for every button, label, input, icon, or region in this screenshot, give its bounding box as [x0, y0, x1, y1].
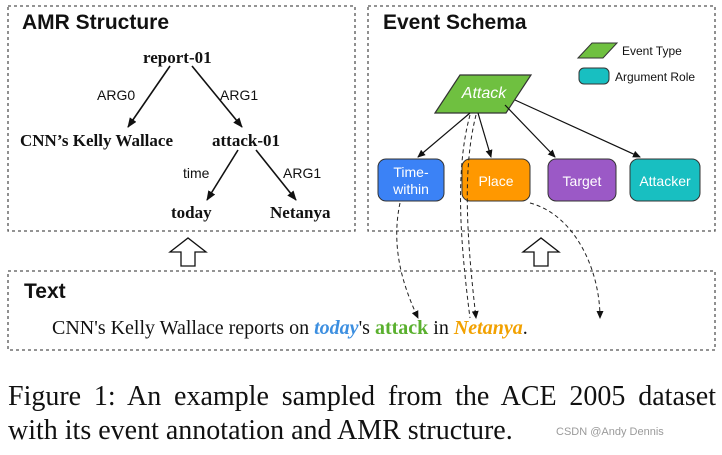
alignment-time-to-today	[396, 202, 419, 319]
sentence-prefix: CNN's Kelly Wallace reports on	[52, 317, 314, 339]
schema-panel-border	[367, 5, 716, 232]
amr-node-report: report-01	[143, 48, 212, 67]
example-sentence: CNN's Kelly Wallace reports on today's a…	[52, 317, 528, 339]
alignment-attack-to-attack-a	[460, 114, 471, 319]
amr-node-attack: attack-01	[212, 131, 280, 150]
edge-label-arg0: ARG0	[97, 87, 135, 103]
event-schema-panel: Event Schema Event Type Argument Role At…	[367, 5, 716, 232]
legend-event-type-shape	[576, 42, 619, 59]
event-type-attack-label: Attack	[461, 85, 507, 102]
edge-attack-to-target	[504, 104, 556, 158]
amr-panel-border	[7, 5, 356, 232]
sentence-in: in	[428, 317, 454, 339]
edge-attack-to-time	[417, 112, 471, 158]
hollow-up-arrow-right-icon	[521, 237, 561, 267]
role-target-node	[547, 158, 617, 202]
amr-node-today: today	[171, 203, 212, 222]
role-attacker-label: Attacker	[639, 173, 691, 189]
edge-attack-to-today	[206, 149, 239, 201]
sentence-today: today	[314, 317, 359, 339]
role-place-label: Place	[478, 173, 513, 189]
amr-panel-title: AMR Structure	[22, 11, 169, 34]
sentence-period: .	[523, 317, 528, 339]
role-target-label: Target	[563, 173, 602, 189]
edge-attack-to-place	[477, 112, 493, 158]
legend-event-type-label: Event Type	[622, 44, 682, 58]
alignment-arrows	[396, 114, 604, 319]
edge-attack-to-attacker	[514, 99, 641, 158]
sentence-netanya: Netanya	[453, 317, 523, 339]
text-panel-border	[7, 270, 716, 351]
amr-node-netanya: Netanya	[270, 203, 331, 222]
amr-node-kelly: CNN’s Kelly Wallace	[20, 131, 173, 150]
figure-caption: Figure 1: An example sampled from the AC…	[8, 381, 716, 446]
watermark: CSDN @Andy Dennis	[556, 426, 664, 438]
text-panel-title: Text	[24, 280, 66, 303]
event-type-attack-node	[433, 74, 533, 114]
edge-label-time: time	[183, 165, 210, 181]
alignment-attack-to-attack-b	[466, 114, 479, 319]
edge-report-to-kelly	[127, 65, 171, 128]
alignment-place-to-netanya	[529, 202, 604, 319]
role-time-within-label-1: Time-	[393, 164, 429, 180]
text-panel: Text CNN's Kelly Wallace reports on toda…	[7, 270, 716, 351]
role-time-within-node	[377, 158, 445, 202]
role-attacker-node	[629, 158, 701, 202]
edge-label-arg1-top: ARG1	[220, 87, 258, 103]
edge-report-to-attack	[191, 65, 243, 128]
sentence-possessive: 's	[359, 317, 375, 339]
legend-argument-role-label: Argument Role	[615, 70, 695, 84]
amr-structure-panel: AMR Structure ARG0 ARG1 time ARG1 report…	[7, 5, 356, 232]
edge-label-arg1-bottom: ARG1	[283, 165, 321, 181]
hollow-up-arrow-left-icon	[168, 237, 208, 267]
role-place-node	[461, 158, 531, 202]
edge-attack-to-netanya	[255, 149, 297, 201]
legend-argument-role-swatch	[578, 67, 610, 85]
role-time-within-label-2: within	[392, 181, 429, 197]
sentence-attack: attack	[375, 317, 429, 339]
schema-panel-title: Event Schema	[383, 11, 527, 34]
